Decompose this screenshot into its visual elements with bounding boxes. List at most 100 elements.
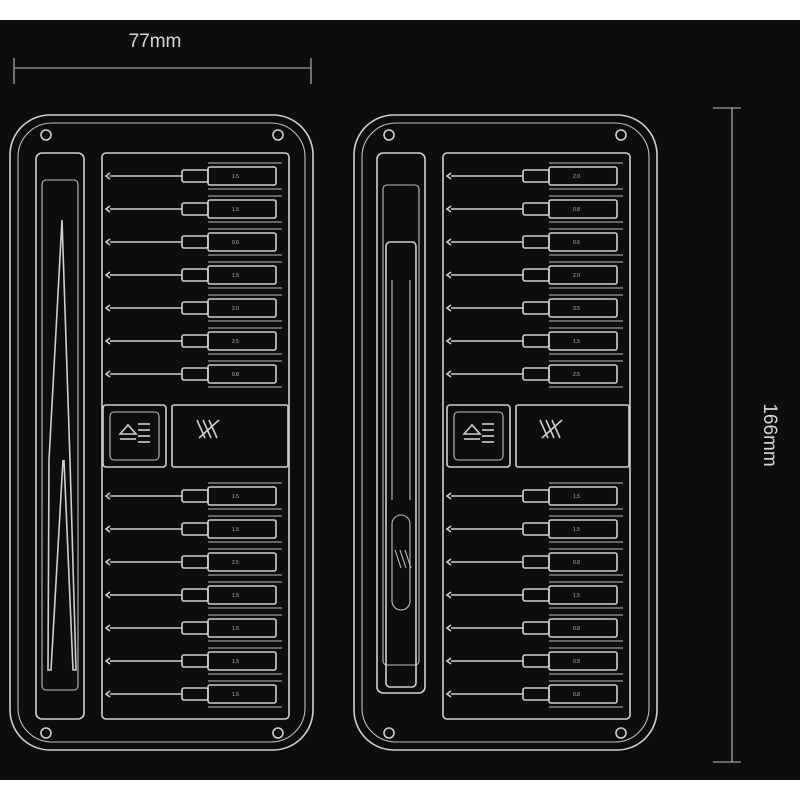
bit-row[interactable]: 2.5	[445, 360, 623, 388]
screw-icon	[40, 129, 52, 141]
eject-button[interactable]	[102, 404, 167, 468]
eject-icon	[118, 423, 150, 443]
width-dim-label: 77mm	[129, 31, 182, 52]
bit-row[interactable]: 2.5	[104, 327, 282, 355]
eject-button[interactable]	[446, 404, 511, 468]
bit-row[interactable]: 1.5	[445, 482, 623, 510]
bit-row[interactable]: 1.5	[104, 482, 282, 510]
bit-row[interactable]: 0.8	[445, 647, 623, 675]
tweezers-slot-inner	[41, 179, 79, 691]
bit-rows-top: 1.5 1.5 0.6 1.5 2.0 2.5 0.8	[104, 162, 282, 388]
bit-row[interactable]: 1.5	[445, 515, 623, 543]
screw-icon	[272, 129, 284, 141]
bit-row[interactable]: 2.0	[445, 162, 623, 190]
bit-size-label: 1.5	[232, 527, 239, 533]
bit-size-label: 1.5	[573, 527, 580, 533]
bit-row[interactable]: 1.5	[104, 581, 282, 609]
bit-tray-right	[442, 152, 631, 720]
screw-icon	[40, 727, 52, 739]
bit-row[interactable]: 1.5	[104, 647, 282, 675]
bit-tray-left	[101, 152, 290, 720]
handle-slot-inner	[382, 184, 420, 666]
bit-row[interactable]: 1.5	[104, 515, 282, 543]
bit-size-label: 2.0	[573, 174, 580, 180]
bit-row[interactable]: 0.8	[445, 195, 623, 223]
height-dimension: 166mm	[713, 107, 780, 763]
bit-row[interactable]: 1.5	[445, 327, 623, 355]
bit-size-label: 1.5	[232, 692, 239, 698]
bit-row[interactable]: 0.6	[445, 228, 623, 256]
eject-button-face	[453, 411, 504, 461]
jjf-logo-icon	[394, 549, 412, 569]
bit-row[interactable]: 0.8	[445, 548, 623, 576]
bit-row[interactable]: 2.5	[104, 548, 282, 576]
bit-row[interactable]: 1.5	[104, 261, 282, 289]
bit-row[interactable]: 2.0	[445, 261, 623, 289]
eject-button-frame	[446, 404, 511, 468]
case-left: 1.51.50.61.52.02.50.8 1.51.52.51.51.51.5…	[9, 114, 314, 751]
screwdriver-handle	[385, 241, 417, 688]
bit-row[interactable]: 1.5	[445, 581, 623, 609]
bit-size-label: 0.8	[573, 626, 580, 632]
bit-size-label: 1.5	[232, 659, 239, 665]
bit-size-label: 0.8	[573, 692, 580, 698]
bit-size-label: 1.5	[232, 273, 239, 279]
bit-size-label: 2.5	[232, 339, 239, 345]
bit-rows-bottom: 1.5 1.5 0.8 1.5 0.8 0.8 0.8	[445, 482, 623, 708]
eject-icon	[462, 423, 494, 443]
bit-row[interactable]: 1.5	[104, 614, 282, 642]
bit-row[interactable]: 0.8	[445, 680, 623, 708]
bit-size-label: 1.5	[573, 339, 580, 345]
bit-row[interactable]: 0.6	[104, 228, 282, 256]
jjf-logo-icon	[539, 419, 563, 439]
case-right-inner-outline	[361, 122, 650, 743]
eject-button-face	[109, 411, 160, 461]
bit-size-label: 0.8	[232, 372, 239, 378]
tweezers-icon	[47, 219, 77, 671]
bit-row[interactable]: 1.5	[104, 162, 282, 190]
jjf-logo-icon	[196, 419, 220, 439]
case-right-outline	[353, 114, 658, 751]
handle-slot	[376, 152, 426, 694]
handle-grip	[391, 514, 411, 611]
bit-size-label: 1.5	[573, 593, 580, 599]
bit-size-label: 2.5	[573, 372, 580, 378]
case-right: 2.0 0.8 0.6 2.0 3.5 1.5 2.5 1.5 1.5 0.8 1.5 0.8 0.8…	[353, 114, 658, 751]
tweezers-slot	[35, 152, 85, 720]
bit-size-label: 0.8	[573, 659, 580, 665]
screw-icon	[383, 129, 395, 141]
bit-size-label: 1.5	[232, 494, 239, 500]
bit-row[interactable]: 3.5	[445, 294, 623, 322]
screw-icon	[383, 727, 395, 739]
height-dim-label: 166mm	[759, 403, 780, 466]
brand-plate	[171, 404, 289, 468]
bit-size-label: 2.5	[232, 560, 239, 566]
bit-row[interactable]: 0.8	[104, 360, 282, 388]
bit-size-label: 1.5	[232, 174, 239, 180]
bit-size-label: 2.0	[573, 273, 580, 279]
width-dimension: 77mm	[13, 31, 312, 84]
bit-row[interactable]: 1.5	[104, 680, 282, 708]
bit-size-label: 1.5	[232, 593, 239, 599]
bit-rows-bottom: 1.5 1.5 2.5 1.5 1.5 1.5 1.5	[104, 482, 282, 708]
bit-size-label: 0.8	[573, 207, 580, 213]
bit-rows-top: 2.0 0.8 0.6 2.0 3.5 1.5 2.5	[445, 162, 623, 388]
bit-row[interactable]: 1.5	[104, 195, 282, 223]
screw-icon	[272, 727, 284, 739]
bit-size-label: 2.0	[232, 306, 239, 312]
bit-row[interactable]: 2.0	[104, 294, 282, 322]
eject-button-frame	[102, 404, 167, 468]
bit-row[interactable]: 0.8	[445, 614, 623, 642]
screw-icon	[615, 727, 627, 739]
bit-size-label: 3.5	[573, 306, 580, 312]
bit-size-label: 1.5	[573, 494, 580, 500]
bit-size-label: 0.6	[232, 240, 239, 246]
case-left-inner-outline	[17, 122, 306, 743]
bit-size-label: 1.5	[232, 207, 239, 213]
screw-icon	[615, 129, 627, 141]
case-left-outline	[9, 114, 314, 751]
bit-size-label: 0.8	[573, 560, 580, 566]
toolkit-diagram-svg: 77mm 166mm 1.51.50.61.52.02.50.8 1.51.52…	[9, 31, 780, 763]
brand-plate	[515, 404, 630, 468]
